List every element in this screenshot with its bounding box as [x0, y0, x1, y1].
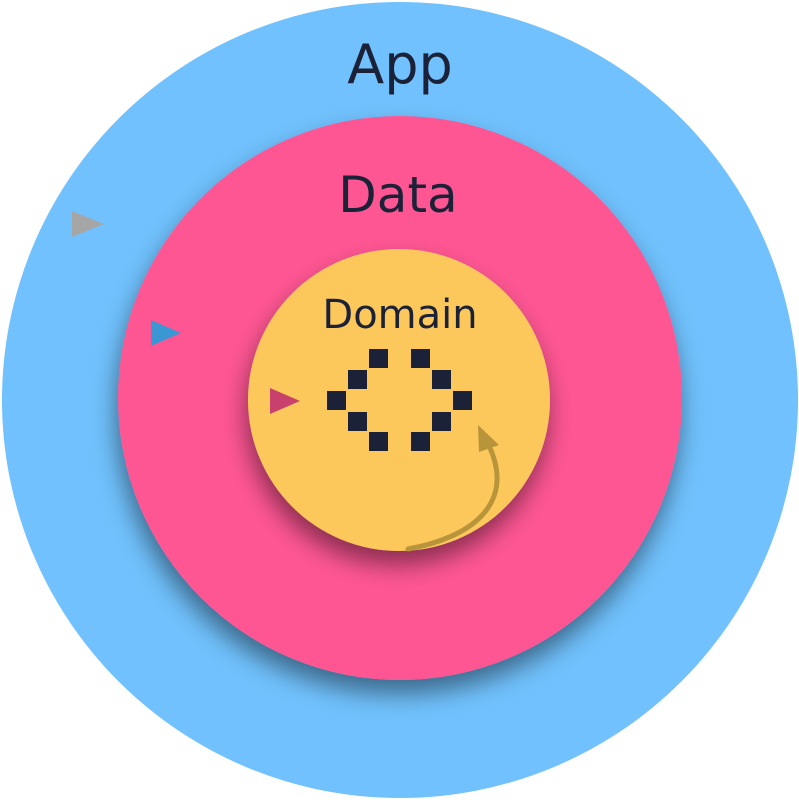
- domain-layer: Domain: [248, 249, 550, 551]
- code-brackets-icon: [327, 349, 472, 451]
- data-layer-label: Data: [338, 166, 457, 224]
- app-to-data-arrow-icon: [80, 320, 181, 346]
- domain-curved-arrow-icon: [405, 425, 500, 552]
- external-arrow-icon: [3, 211, 104, 237]
- app-layer-label: App: [347, 33, 453, 96]
- domain-layer-label: Domain: [322, 292, 477, 338]
- domain-layer-circle: [248, 249, 550, 551]
- data-to-domain-arrow-icon: [205, 388, 300, 414]
